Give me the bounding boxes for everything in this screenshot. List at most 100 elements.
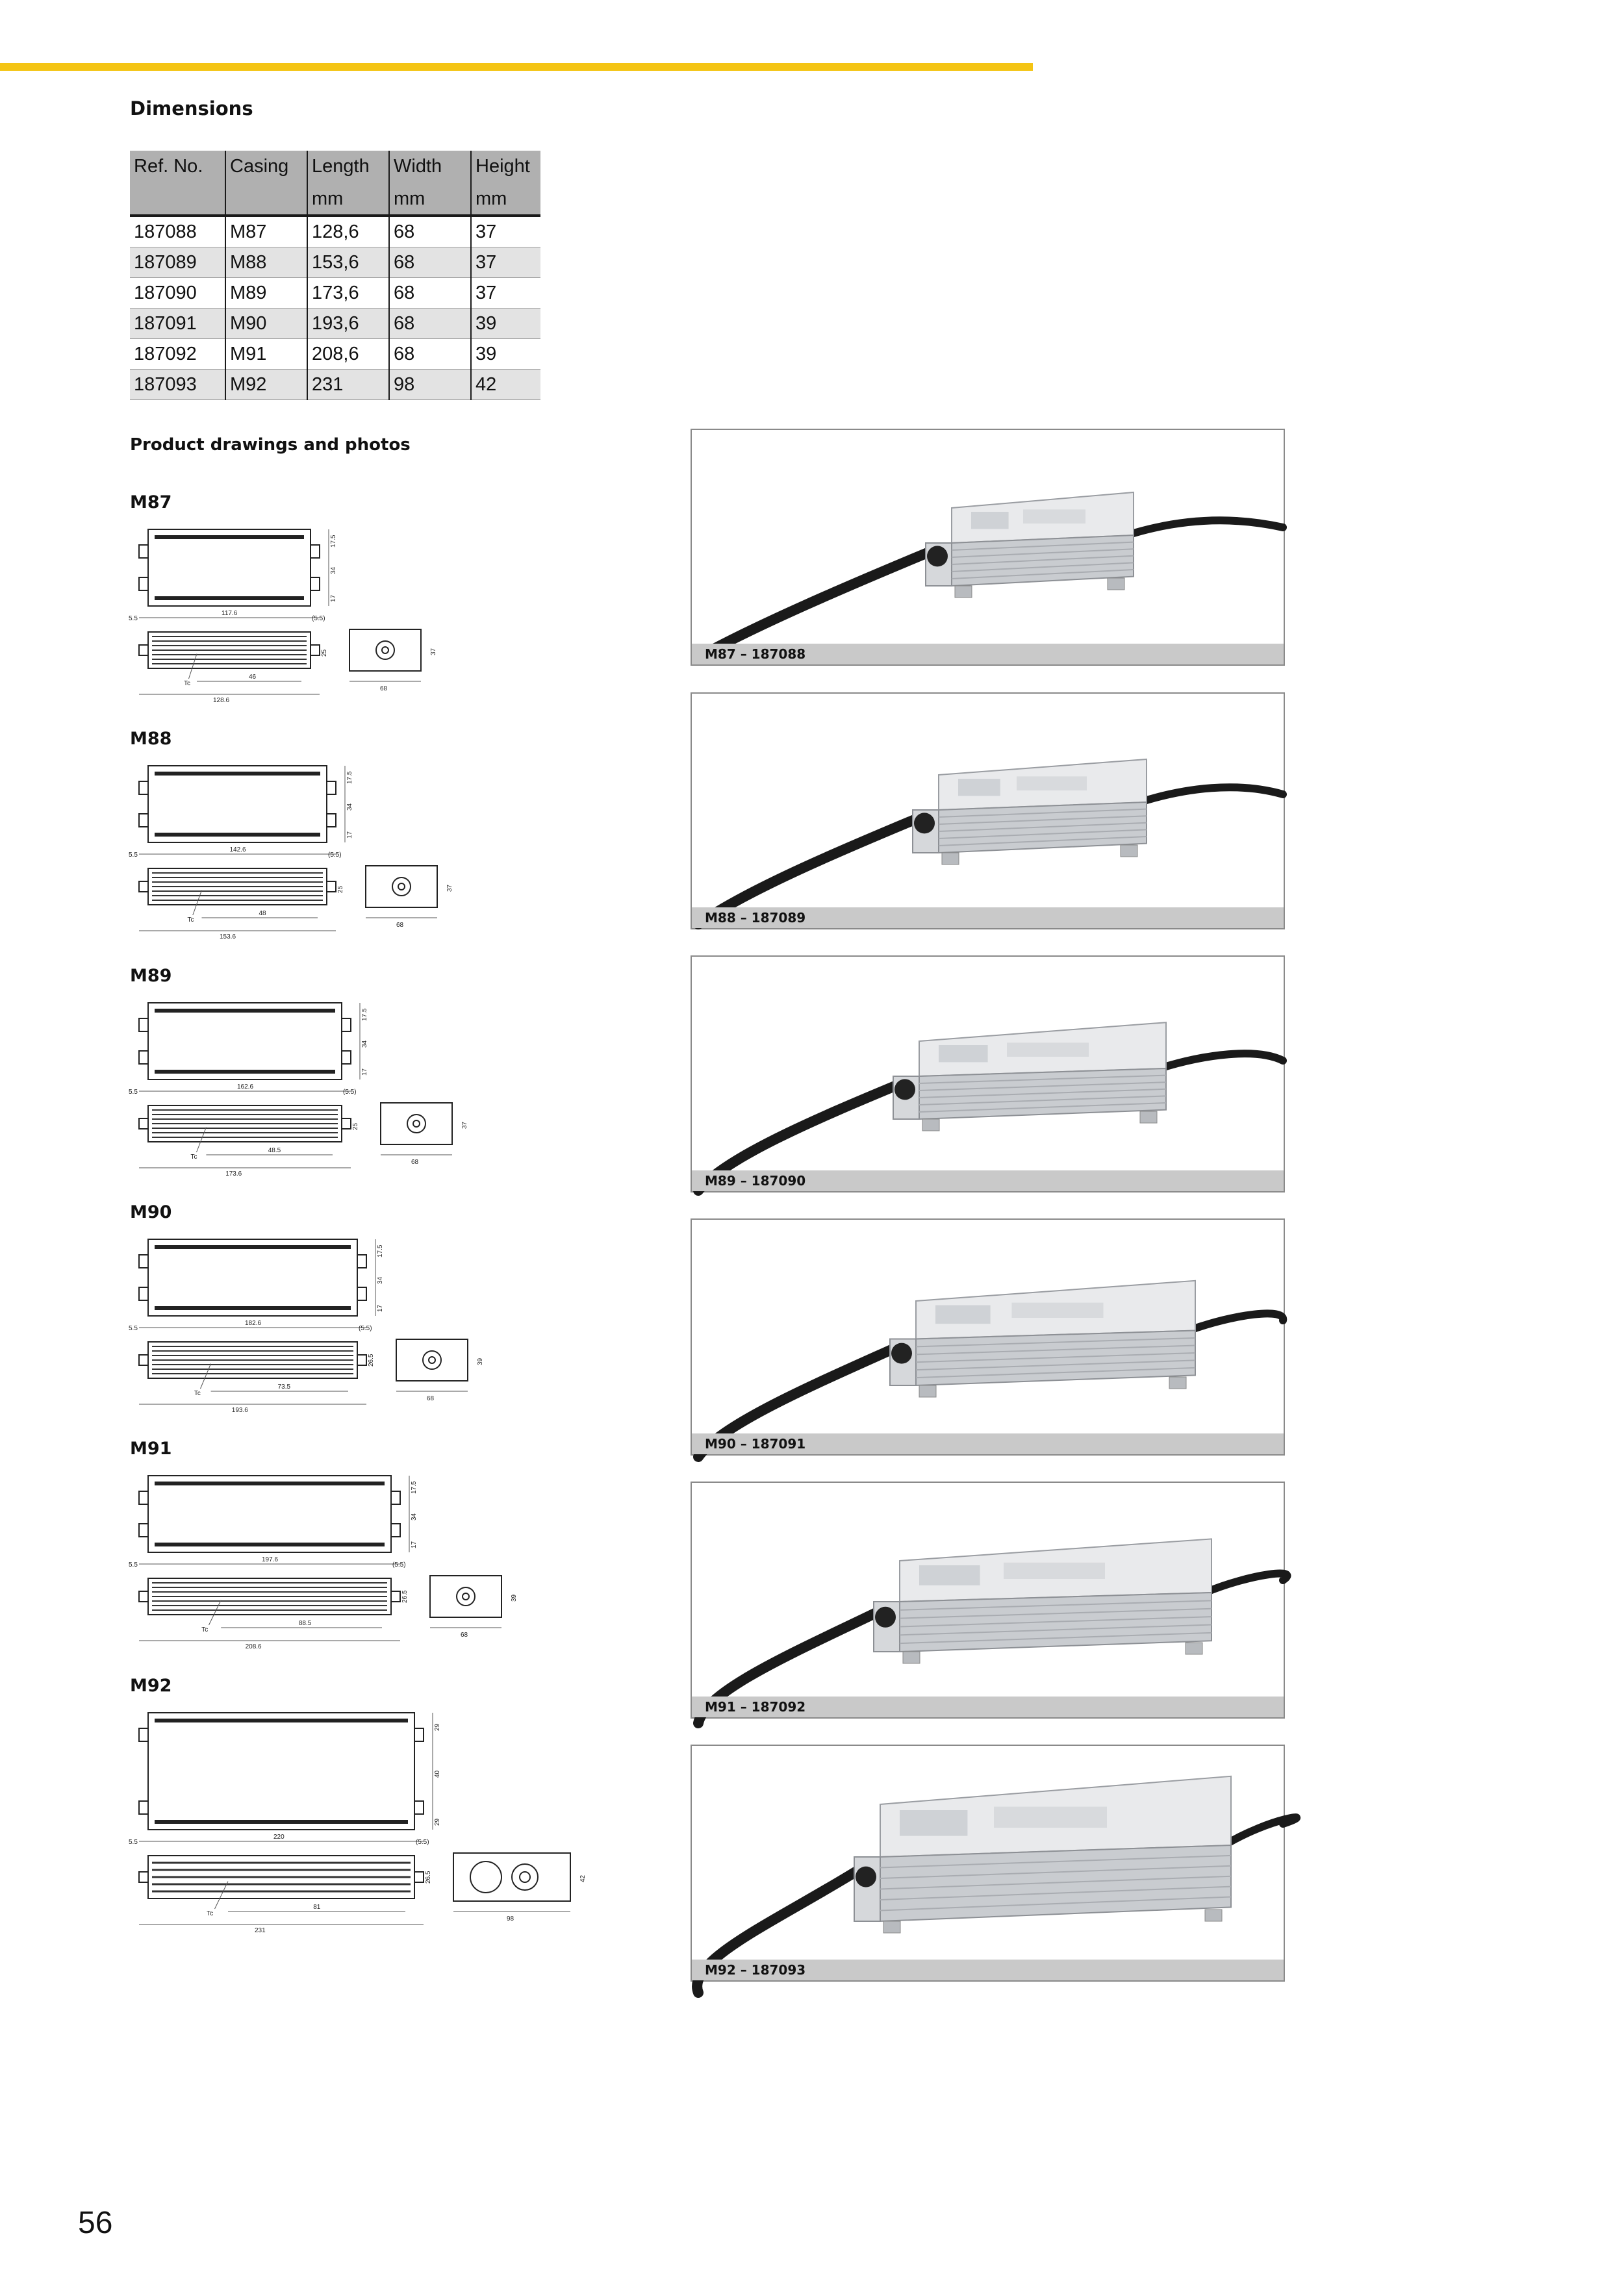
- cell-length: 173,6: [307, 277, 389, 309]
- tc-leader: [200, 1363, 212, 1389]
- drawing-label: M90: [130, 1202, 172, 1222]
- cell-length: 208,6: [307, 338, 389, 370]
- cable-outlet: [456, 1587, 476, 1606]
- cable-gland: [310, 644, 320, 656]
- dimension-label: 5.5: [129, 1839, 138, 1846]
- dimension-label: 81: [313, 1904, 321, 1911]
- dimension-label: 26.5: [368, 1354, 375, 1367]
- cooling-fin: [915, 1344, 1196, 1356]
- mounting-foot: [922, 1118, 940, 1131]
- page-number: 56: [78, 2206, 113, 2240]
- cable-gland: [138, 1591, 149, 1602]
- mounting-tab: [357, 1287, 367, 1301]
- photo-caption: M91 – 187092: [692, 1697, 1284, 1717]
- tc-label: Tc: [207, 1910, 213, 1917]
- cooling-fin: [919, 1102, 1167, 1113]
- tc-leader: [188, 653, 197, 679]
- cell-height: 39: [470, 338, 540, 370]
- cable-outlet-inner: [412, 1120, 420, 1128]
- dimension-label: 162.6: [237, 1083, 253, 1091]
- cable-outlet: [375, 640, 395, 660]
- cell-height: 39: [470, 308, 540, 339]
- mounting-foot: [1107, 577, 1125, 590]
- mounting-tab: [138, 1800, 149, 1815]
- cooling-fin: [919, 1088, 1167, 1098]
- mounting-foot: [941, 852, 959, 865]
- table-row: 187092 M91 208,6 68 39: [130, 338, 540, 370]
- product-label: [935, 1305, 991, 1324]
- mounting-tab: [414, 1728, 424, 1742]
- dimension-label: 29: [434, 1818, 441, 1826]
- cooling-fin: [880, 1886, 1232, 1900]
- table-header-row: Ref. No. Casing Length Width Height: [130, 151, 540, 187]
- dimension-label: (5.5): [328, 852, 342, 859]
- cell-casing: M88: [225, 247, 307, 278]
- cooling-fin: [951, 569, 1134, 579]
- dimension-label: 182.6: [245, 1320, 261, 1327]
- cable-outlet: [470, 1861, 502, 1893]
- cable-gland: [914, 813, 935, 834]
- casing-end-view: [365, 865, 438, 908]
- product-label: [971, 512, 1009, 529]
- dimension-label: 5.5: [129, 852, 138, 859]
- cooling-fin: [951, 548, 1134, 558]
- dimension-label: 17.5: [330, 535, 337, 548]
- cable-gland: [341, 1118, 351, 1129]
- accent-bar: [0, 63, 1033, 71]
- cooling-fin: [899, 1608, 1212, 1619]
- cooling-fin: [880, 1896, 1232, 1911]
- cell-casing: M92: [225, 369, 307, 400]
- dimension-label: 17: [346, 831, 353, 839]
- input-cable: [693, 546, 937, 662]
- cell-height: 37: [470, 216, 540, 247]
- mounting-foot: [919, 1385, 937, 1398]
- mounting-tab: [341, 1018, 351, 1032]
- header-length: Length: [307, 151, 389, 187]
- header-casing: Casing: [225, 151, 307, 187]
- tc-leader: [209, 1600, 222, 1626]
- cooling-fin: [919, 1081, 1167, 1091]
- cooling-fin: [880, 1854, 1232, 1869]
- mounting-foot: [1139, 1111, 1158, 1124]
- tc-label: Tc: [188, 916, 194, 924]
- unit-length: mm: [307, 187, 389, 217]
- dimension-label: 42: [579, 1874, 587, 1882]
- drawing-label: M88: [130, 729, 172, 749]
- dimension-label: 37: [430, 648, 437, 655]
- mounting-tab: [138, 781, 149, 795]
- photo-caption: M87 – 187088: [692, 644, 1284, 664]
- cooling-fin: [919, 1095, 1167, 1105]
- cable-outlet-inner: [381, 646, 389, 654]
- casing-top-view: [147, 529, 311, 607]
- mounting-tab: [138, 1491, 149, 1505]
- cable-gland: [894, 1079, 915, 1100]
- dimension-label: 40: [434, 1770, 441, 1778]
- product-label: [1007, 1042, 1089, 1057]
- dimension-label: 17.5: [346, 771, 353, 784]
- photo-caption: M89 – 187090: [692, 1170, 1284, 1191]
- unit-ref-no: [130, 187, 225, 217]
- output-cable: [1156, 1050, 1287, 1072]
- cable-outlet-inner: [398, 883, 405, 890]
- casing-top-view: [147, 765, 327, 843]
- dimension-label: 68: [380, 685, 388, 692]
- dimension-label: 208.6: [246, 1643, 262, 1650]
- mounting-tab: [390, 1523, 401, 1537]
- mounting-foot: [1169, 1376, 1187, 1389]
- cooling-fin: [938, 836, 1147, 846]
- table-row: 187091 M90 193,6 68 39: [130, 308, 540, 339]
- cooling-fin: [938, 808, 1147, 818]
- dimension-label: 37: [446, 884, 453, 892]
- dimension-label: (5.5): [312, 615, 325, 622]
- casing-top-view: [147, 1239, 358, 1317]
- mounting-foot: [1185, 1642, 1203, 1655]
- dimension-label: 34: [346, 803, 353, 811]
- dimension-label: 68: [461, 1632, 468, 1639]
- cooling-fin: [915, 1337, 1196, 1348]
- photo-m91: M91 – 187092: [691, 1482, 1291, 1728]
